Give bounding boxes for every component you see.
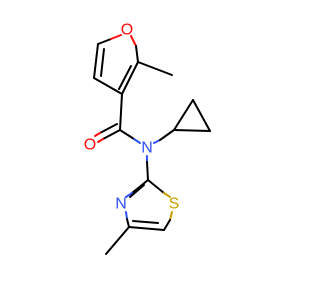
- bond-c4-n3-blue: [125, 211, 128, 220]
- bond-carbonyl-o-1-red: [97, 138, 104, 143]
- bond-carbonyl-o-1: [102, 129, 121, 140]
- bond-c2-s1: [147, 179, 165, 194]
- bond-c4-n3: [126, 218, 130, 228]
- bond-c2-n3-inner: [129, 184, 145, 198]
- bond-c3-c4: [93, 77, 123, 95]
- bond-s1-c5: [163, 219, 171, 231]
- bond-carbonyl-n-blue: [133, 138, 141, 144]
- bond-n-cyclopropyl-blue: [153, 139, 161, 144]
- thiazole-sulfur-label: S: [169, 196, 180, 213]
- bond-carbonyl-n: [119, 129, 135, 140]
- bond-cp-3: [173, 129, 211, 132]
- bond-c5-o1: [97, 38, 112, 45]
- carbonyl-oxygen-label: O: [84, 137, 96, 154]
- bond-o1-c2-red: [130, 35, 137, 47]
- bond-cp-1: [173, 99, 194, 131]
- amide-nitrogen-label: N: [141, 140, 153, 157]
- bond-c5-c4-inner: [132, 220, 159, 224]
- bond-c2-methyl: [137, 61, 173, 76]
- bond-carbonyl-o-2-red: [94, 132, 101, 137]
- bond-c2-c3-inner: [118, 65, 132, 90]
- bond-s1-c5-yellow: [169, 211, 173, 221]
- bond-o1-c2: [135, 45, 139, 63]
- bond-c4-c5: [93, 43, 99, 79]
- bond-c2-s1-yellow: [163, 192, 171, 198]
- bond-carbonyl-o-2: [99, 123, 118, 134]
- atom-labels: O O N N S: [84, 22, 180, 213]
- bonds: [93, 34, 211, 255]
- bond-c4-methyl: [105, 226, 130, 255]
- bond-n-cyclopropyl: [159, 129, 175, 141]
- furan-oxygen-label: O: [121, 22, 133, 39]
- bond-c2-n3-blue: [125, 192, 133, 198]
- bond-c5-o1-red: [110, 34, 122, 40]
- bond-n-thiazole: [146, 161, 149, 181]
- bond-c4-c5-inner: [100, 48, 105, 77]
- bond-c3-carbonyl: [119, 93, 123, 131]
- molecule-canvas: O O N N S: [83, 21, 211, 255]
- bond-c5-c4: [128, 226, 165, 231]
- bond-cp-2: [192, 99, 211, 132]
- thiazole-nitrogen-label: N: [115, 196, 127, 213]
- bond-c2-c3: [121, 61, 139, 95]
- bond-c2-n3: [131, 179, 149, 194]
- molecule-structure: O O N N S: [84, 22, 211, 255]
